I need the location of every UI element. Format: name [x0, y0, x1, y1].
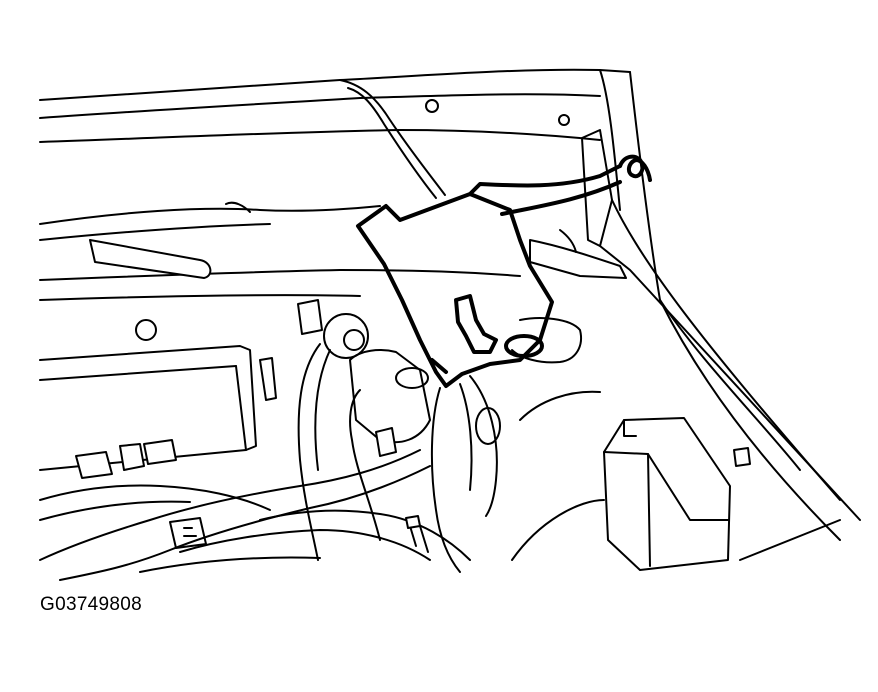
strut-tower [135, 317, 582, 364]
wiring-harness [39, 375, 501, 581]
washer-reservoir [356, 154, 652, 388]
figure-code: G03749808 [40, 594, 143, 615]
fuse-box [603, 417, 751, 571]
hood-prop-rod [339, 79, 446, 199]
vacuum-component [297, 299, 369, 561]
connector-cluster [39, 439, 271, 549]
hood-hinge [581, 129, 861, 521]
brake-reservoir [349, 349, 431, 541]
air-cleaner [39, 345, 277, 471]
fender-edge [511, 390, 841, 561]
cowl-panel [39, 201, 627, 301]
